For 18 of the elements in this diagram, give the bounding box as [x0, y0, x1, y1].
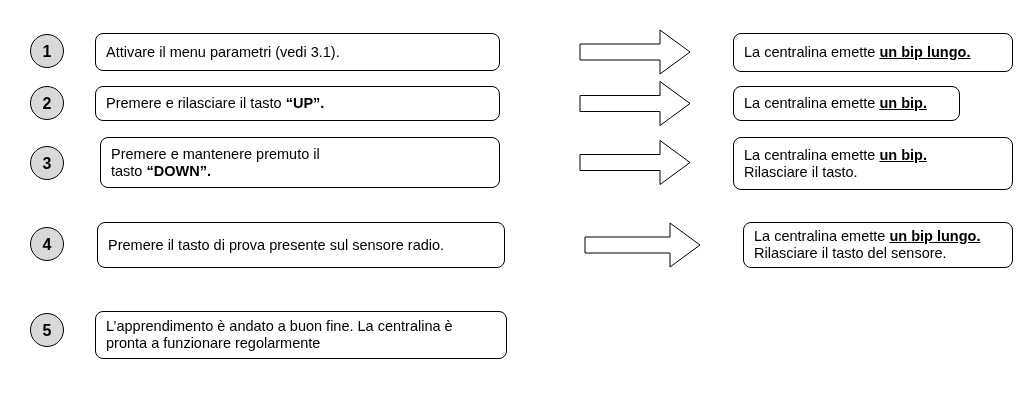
block-arrow [579, 140, 691, 185]
instruction-box: Premere e mantenere premuto il tasto “DOWN”. [100, 137, 500, 188]
result-box: La centralina emette un bip lungo. [733, 33, 1013, 72]
step-number-circle: 4 [30, 227, 64, 261]
instruction-box: Attivare il menu parametri (vedi 3.1). [95, 33, 500, 71]
step-number-circle: 2 [30, 86, 64, 120]
instruction-box: Premere e rilasciare il tasto “UP”. [95, 86, 500, 121]
result-box: La centralina emette un bip lungo. Rilasciare il tasto del sensore. [743, 222, 1013, 268]
result-box: La centralina emette un bip. Rilasciare il tasto. [733, 137, 1013, 190]
result-box: La centralina emette un bip. [733, 86, 960, 121]
instruction-box: Premere il tasto di prova presente sul sensore radio. [97, 222, 505, 268]
block-arrow [579, 29, 691, 75]
block-arrow [579, 81, 691, 126]
step-number-circle: 5 [30, 313, 64, 347]
instruction-box: L’apprendimento è andato a buon fine. La centralina è pronta a funzionare regolarmente [95, 311, 507, 359]
step-number-circle: 1 [30, 34, 64, 68]
block-arrow [584, 222, 701, 268]
step-number-circle: 3 [30, 146, 64, 180]
